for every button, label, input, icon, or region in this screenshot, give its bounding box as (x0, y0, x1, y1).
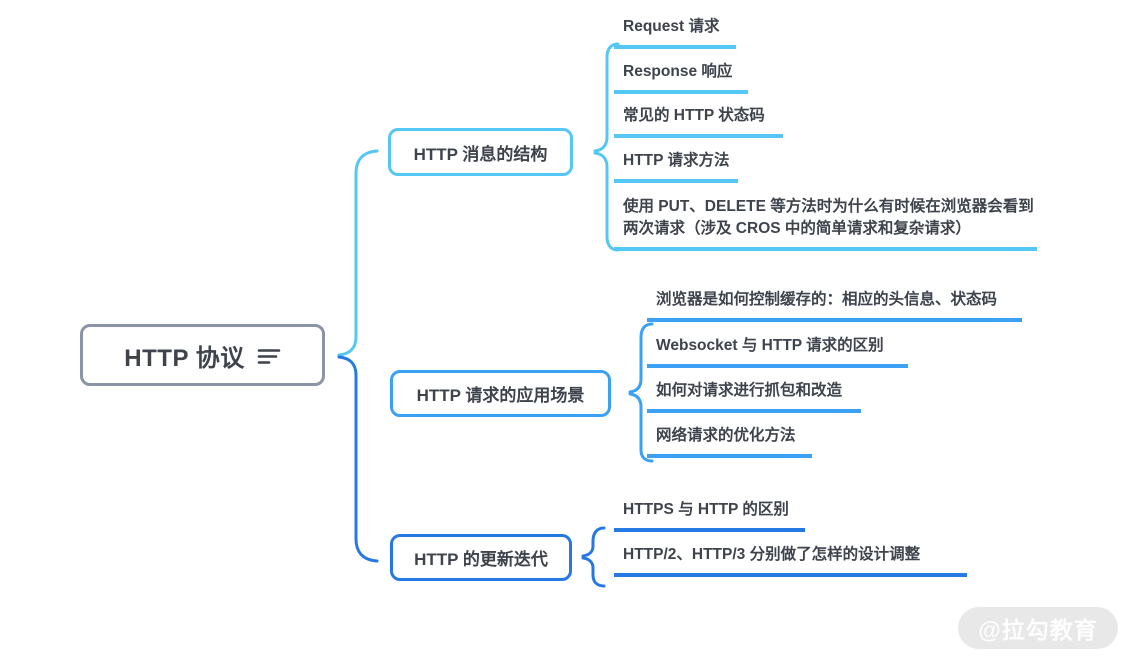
leaf-node[interactable]: HTTPS 与 HTTP 的区别 (614, 499, 805, 532)
leaf-node[interactable]: Websocket 与 HTTP 请求的区别 (647, 335, 908, 368)
root-node[interactable]: HTTP 协议 (80, 324, 325, 386)
branch-node-http-message-structure[interactable]: HTTP 消息的结构 (388, 128, 573, 176)
leaf-node[interactable]: 浏览器是如何控制缓存的：相应的头信息、状态码 (647, 289, 1022, 322)
branch3-brace (581, 526, 606, 588)
leaf-node[interactable]: 网络请求的优化方法 (647, 425, 812, 458)
leaf-node[interactable]: 使用 PUT、DELETE 等方法时为什么有时候在浏览器会看到两次请求（涉及 C… (614, 196, 1037, 251)
leaf-node[interactable]: HTTP 请求方法 (614, 150, 738, 183)
root-node-label: HTTP 协议 (124, 344, 245, 372)
watermark-badge: @拉勾教育 (958, 607, 1118, 649)
leaf-node[interactable]: 常见的 HTTP 状态码 (614, 105, 783, 138)
root-brace-upper-arm (337, 149, 379, 357)
leaf-node[interactable]: Request 请求 (614, 16, 736, 49)
branch-node-http-evolution[interactable]: HTTP 的更新迭代 (390, 534, 572, 581)
branch-node-label: HTTP 的更新迭代 (414, 550, 548, 569)
notes-icon (257, 349, 281, 364)
root-brace-lower-arm (337, 355, 379, 563)
leaf-node[interactable]: Response 响应 (614, 61, 748, 94)
branch-node-label: HTTP 请求的应用场景 (416, 386, 585, 405)
leaf-node[interactable]: HTTP/2、HTTP/3 分别做了怎样的设计调整 (614, 544, 967, 577)
branch-node-label: HTTP 消息的结构 (413, 144, 548, 164)
leaf-node[interactable]: 如何对请求进行抓包和改造 (647, 380, 861, 413)
branch-node-http-request-scenarios[interactable]: HTTP 请求的应用场景 (390, 370, 611, 417)
